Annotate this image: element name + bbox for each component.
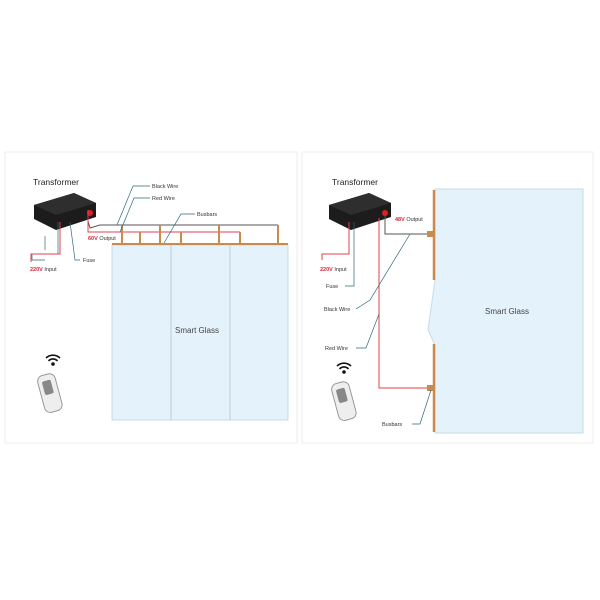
- svg-text:220V Input: 220V Input: [30, 267, 57, 273]
- right-panel: Transformer Smart Glass 48V Output 220V …: [301, 151, 594, 444]
- left-black-wire-label: Black Wire: [152, 184, 178, 190]
- right-fuse-label: Fuse: [326, 284, 338, 290]
- left-transformer-title: Transformer: [33, 177, 79, 187]
- right-output-voltage: 48V: [395, 217, 405, 223]
- right-transformer-title: Transformer: [332, 177, 378, 187]
- svg-text:60V Output: 60V Output: [88, 236, 116, 242]
- left-panel: Transformer Smart Glass Black Wire Red: [4, 151, 298, 444]
- left-glass-label: Smart Glass: [175, 326, 219, 335]
- right-black-wire-label: Black Wire: [324, 307, 350, 313]
- svg-text:48V Output: 48V Output: [395, 217, 423, 223]
- left-output-voltage: 60V: [88, 236, 98, 242]
- right-output-label: Output: [406, 217, 423, 223]
- svg-text:220V Input: 220V Input: [320, 267, 347, 273]
- left-input-voltage: 220V: [30, 267, 43, 273]
- left-busbars-label: Busbars: [197, 212, 217, 218]
- left-red-wire-label: Red Wire: [152, 196, 175, 202]
- left-output-label: Output: [99, 236, 116, 242]
- left-busbar-connectors: [121, 225, 279, 244]
- right-red-wire-label: Red Wire: [325, 346, 348, 352]
- right-glass-label: Smart Glass: [485, 307, 529, 316]
- right-busbars-label: Busbars: [382, 422, 402, 428]
- right-input-voltage: 220V: [320, 267, 333, 273]
- right-input-label: Input: [334, 267, 347, 273]
- left-glass: [111, 244, 289, 421]
- left-input-label: Input: [44, 267, 57, 273]
- left-fuse-label: Fuse: [83, 258, 95, 264]
